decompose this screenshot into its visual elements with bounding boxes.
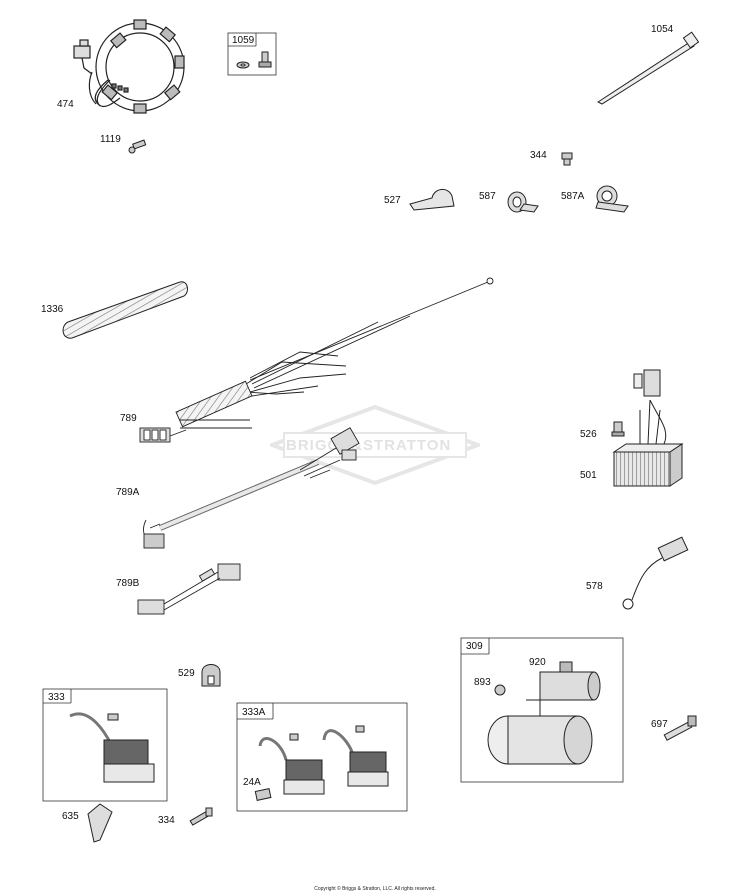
wire-harness-789a — [143, 427, 360, 549]
label-333: 333 — [48, 692, 65, 703]
label-474: 474 — [57, 99, 74, 110]
clip-527 — [409, 189, 455, 211]
grommet — [201, 664, 221, 687]
label-587a: 587A — [561, 191, 585, 202]
cable-tie — [596, 31, 700, 105]
box-309 — [460, 637, 624, 783]
label-1054: 1054 — [651, 24, 674, 35]
label-344: 344 — [530, 150, 547, 161]
label-309: 309 — [466, 641, 483, 652]
spacer-24a — [254, 788, 272, 801]
voltage-regulator — [611, 369, 684, 487]
brand-watermark-logo — [270, 405, 480, 485]
screw-1119 — [128, 139, 147, 154]
ignition-coil-333 — [69, 712, 155, 783]
label-789: 789 — [120, 413, 137, 424]
label-789b: 789B — [116, 578, 140, 589]
copyright-notice: Copyright © Briggs & Stratton, LLC. All … — [314, 886, 436, 892]
screw-344 — [561, 152, 573, 166]
box-333a — [236, 702, 408, 812]
wire-harness-789 — [139, 277, 494, 443]
label-334: 334 — [158, 815, 175, 826]
label-635: 635 — [62, 811, 79, 822]
bolt-697 — [663, 715, 697, 741]
clamp-587a — [595, 185, 629, 213]
starter-motor — [487, 661, 601, 765]
label-529: 529 — [178, 668, 195, 679]
label-24a: 24A — [243, 777, 261, 788]
label-697: 697 — [651, 719, 668, 730]
label-1336: 1336 — [41, 304, 64, 315]
alternator-stator — [73, 19, 185, 114]
label-587: 587 — [479, 191, 496, 202]
spark-plug-boot — [87, 803, 113, 843]
box-1059 — [227, 32, 277, 76]
label-527: 527 — [384, 195, 401, 206]
label-578: 578 — [586, 581, 603, 592]
screw-334 — [189, 807, 213, 826]
clamp-587 — [507, 191, 539, 213]
label-920: 920 — [529, 657, 546, 668]
ground-wire — [622, 536, 689, 610]
ignition-coil-333a-right — [322, 725, 389, 787]
label-1059: 1059 — [232, 35, 255, 46]
label-789a: 789A — [116, 487, 140, 498]
label-333a: 333A — [242, 707, 266, 718]
label-501: 501 — [580, 470, 597, 481]
label-1119: 1119 — [100, 134, 121, 145]
wire-harness-789b — [137, 563, 241, 615]
box-333 — [42, 688, 168, 802]
label-526: 526 — [580, 429, 597, 440]
ignition-coil-333a-left — [258, 733, 325, 795]
label-893: 893 — [474, 677, 491, 688]
corrugated-sleeve — [62, 281, 188, 339]
watermark-text: BRIGGS&STRATTON — [286, 437, 452, 454]
